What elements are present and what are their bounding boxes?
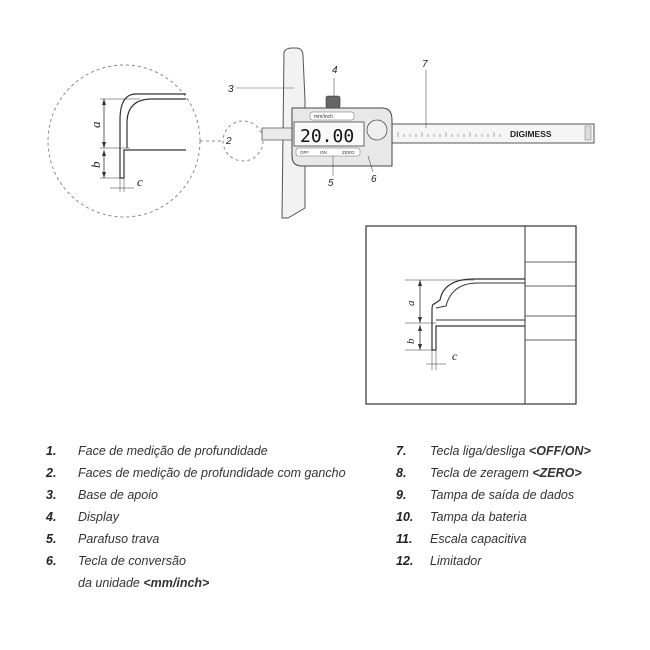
dim-b-label: b — [88, 161, 103, 168]
button-mm-inch: mm/inch — [314, 114, 333, 120]
box-dim-a-label: a — [405, 300, 417, 306]
legend-text: Faces de medição de profundidade com gan… — [78, 466, 346, 480]
brand-label: DIGIMESS — [510, 129, 552, 139]
dim-c-label: c — [137, 174, 143, 189]
dim-a-label: a — [88, 121, 103, 128]
legend-num: 8. — [396, 466, 407, 480]
legend-left: 1. Face de medição de profundidade 2. Fa… — [46, 444, 376, 594]
button-off: OFF — [300, 150, 309, 155]
callout-6: 6 — [371, 174, 377, 185]
legend-num: 7. — [396, 444, 407, 458]
button-on: ON — [320, 150, 327, 155]
caliper: DIGIMESS mm/inch 20.00 OFF ON ZERO 2 3 4… — [225, 47, 595, 219]
legend-text: Face de medição de profundidade — [78, 444, 268, 458]
legend-unit-key: <mm/inch> — [143, 576, 210, 590]
legend-text: Display — [78, 510, 119, 524]
legend-text: Tecla de conversão — [78, 554, 186, 568]
legend-num: 2. — [46, 466, 57, 480]
callout-2: 2 — [225, 136, 232, 147]
legend-key: <ZERO> — [532, 466, 582, 480]
button-zero: ZERO — [342, 150, 355, 155]
callout-3: 3 — [228, 84, 234, 95]
detail-box: a b c — [365, 225, 577, 405]
legend-text: Tecla liga/desliga — [430, 444, 529, 458]
legend-num: 9. — [396, 488, 407, 502]
display-value: 20.00 — [300, 126, 354, 147]
callout-7: 7 — [422, 59, 428, 70]
legend-num: 11. — [396, 532, 413, 546]
legend-num: 12. — [396, 554, 414, 568]
legend-text: Tecla de zeragem — [430, 466, 533, 480]
legend-text: Tampa de saída de dados — [430, 488, 575, 502]
legend-text: Escala capacitiva — [430, 532, 527, 546]
legend-text: Tampa da bateria — [430, 510, 527, 524]
zoom-detail-circle: a b c — [47, 64, 264, 218]
callout-4: 4 — [332, 65, 338, 76]
legend-num: 3. — [46, 488, 57, 502]
legend-text: Parafuso trava — [78, 532, 160, 546]
box-dim-b-label: b — [405, 338, 417, 344]
callout-5: 5 — [328, 178, 334, 189]
legend-text-cont: da unidade — [78, 576, 144, 590]
legend-num: 6. — [46, 554, 57, 568]
legend-right: 7. Tecla liga/desliga <OFF/ON> 8. Tecla … — [396, 444, 636, 594]
legend-num: 1. — [46, 444, 57, 458]
legend-key: <OFF/ON> — [528, 444, 591, 458]
box-dim-c-label: c — [452, 349, 458, 363]
legend-num: 4. — [46, 510, 57, 524]
legend-text: Base de apoio — [78, 488, 158, 502]
legend-text: Limitador — [430, 554, 482, 568]
legend-num: 5. — [46, 532, 57, 546]
legend-num: 10. — [396, 510, 414, 524]
